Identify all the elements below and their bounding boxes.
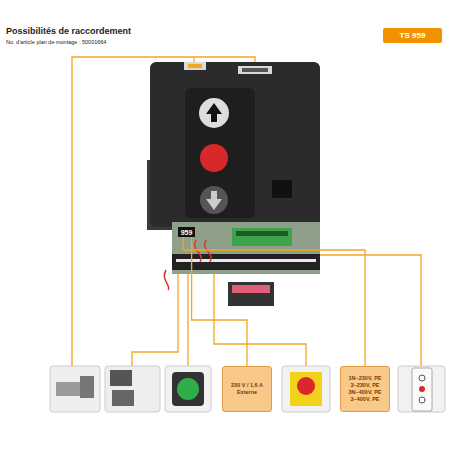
down-arrow (206, 191, 222, 210)
close-button (200, 186, 228, 214)
model-badge: TS 959 (383, 28, 442, 43)
button-card (165, 366, 211, 412)
controller-housing (150, 62, 320, 227)
open-button (199, 98, 229, 128)
leader-line (214, 262, 306, 366)
estop-card (282, 366, 330, 412)
estop-housing (290, 372, 322, 406)
board-label: 959 (178, 227, 195, 237)
up-arrow (206, 103, 222, 122)
title: Possibilités de raccordement (6, 26, 131, 36)
pendant-card (398, 366, 445, 412)
terminal-row (172, 254, 320, 270)
wire-bridge (164, 240, 211, 290)
node-text: 230 V / 1,6 A Externe (225, 382, 269, 396)
gearbox (80, 376, 94, 398)
terminal-block (232, 228, 292, 246)
node-text: 959 (181, 229, 193, 236)
connector-pins (188, 64, 202, 68)
pendant-button (419, 397, 425, 403)
motor-card (50, 366, 100, 412)
connector (184, 62, 206, 70)
limit-switch (112, 390, 134, 406)
connector (238, 66, 272, 74)
power-plug (228, 282, 274, 306)
button-panel (185, 88, 255, 218)
terminal-screws (236, 231, 288, 236)
connection-line (192, 237, 247, 366)
node-text: 1N~230V, PE 3~230V, PE 3N~400V, PE 3~400… (343, 375, 387, 403)
leader-line (132, 270, 178, 366)
supply-box: 230 V / 1,6 A Externe (222, 366, 272, 412)
limit-switch (110, 370, 132, 386)
stop-button (200, 144, 228, 172)
leader-line (187, 270, 188, 366)
connection-line (183, 237, 365, 366)
terminal-pins (176, 259, 316, 262)
green-button (177, 378, 199, 400)
circuit-board (172, 222, 320, 274)
emergency-stop (297, 377, 315, 395)
node-text: TS 959 (400, 31, 426, 40)
pendant-body (412, 368, 432, 411)
connector-pins (242, 68, 268, 72)
switch-card (105, 366, 160, 412)
pendant-button (419, 375, 425, 381)
motor-body (56, 382, 82, 396)
pendant-button (419, 386, 425, 392)
plug-terminals (232, 285, 270, 293)
mains-box: 1N~230V, PE 3~230V, PE 3N~400V, PE 3~400… (340, 366, 390, 412)
note-label: No. d'article plan de montage : 50001664 (6, 39, 106, 45)
knob (272, 180, 292, 198)
button-housing (172, 372, 204, 406)
